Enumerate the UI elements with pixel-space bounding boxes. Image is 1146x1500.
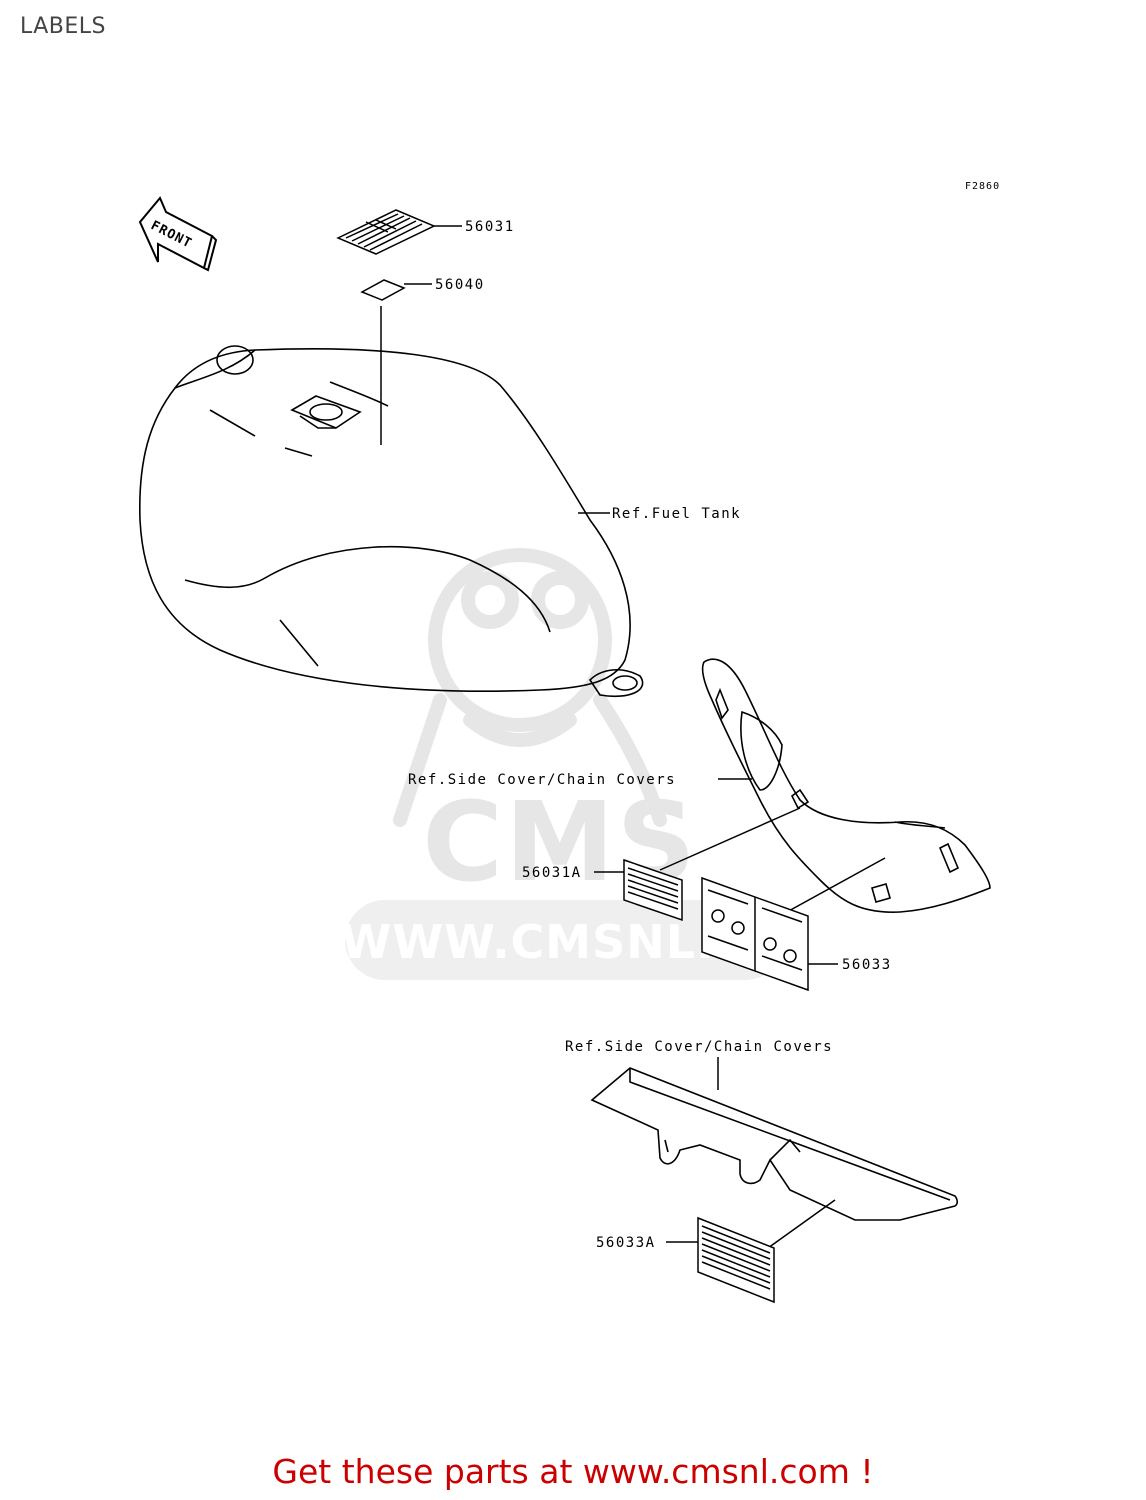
watermark-mascot-eye-left (461, 571, 519, 629)
front-arrow-icon: FRONT (138, 196, 218, 272)
watermark-mascot-body (393, 693, 667, 827)
fuel-tank-outline (138, 345, 644, 698)
chain-cover-outline (590, 1067, 959, 1221)
callout-ref-fuel-tank: Ref.Fuel Tank (612, 506, 741, 522)
figure-code: F2860 (965, 181, 1000, 192)
watermark: CMS WWW.CMSNL.CO (341, 548, 788, 980)
footer-cta-link[interactable]: Get these parts at www.cmsnl.com ! (272, 1452, 874, 1491)
label-56031a-icon (623, 858, 683, 922)
leader-56033a-to-cover (767, 1199, 836, 1249)
callout-56033a: 56033A (596, 1235, 656, 1251)
side-cover-outline (701, 658, 991, 913)
callout-56031: 56031 (465, 219, 515, 235)
callout-56031a: 56031A (522, 865, 582, 881)
leader-56031a-to-cover (659, 807, 801, 871)
watermark-banner (345, 900, 785, 980)
watermark-mascot-eye-right (531, 571, 589, 629)
callout-ref-side-cover-2: Ref.Side Cover/Chain Covers (565, 1039, 833, 1055)
callout-56033: 56033 (842, 957, 892, 973)
callout-ref-side-cover-1: Ref.Side Cover/Chain Covers (408, 772, 676, 788)
callout-56040: 56040 (435, 277, 485, 293)
watermark-mascot-head (428, 548, 612, 732)
label-56033a-icon (697, 1216, 775, 1304)
label-56033-icon (701, 876, 809, 992)
label-56031-icon (336, 209, 436, 255)
leader-56033-to-cover (775, 857, 886, 919)
page-title: LABELS (20, 14, 107, 39)
label-56040-icon (360, 279, 406, 301)
